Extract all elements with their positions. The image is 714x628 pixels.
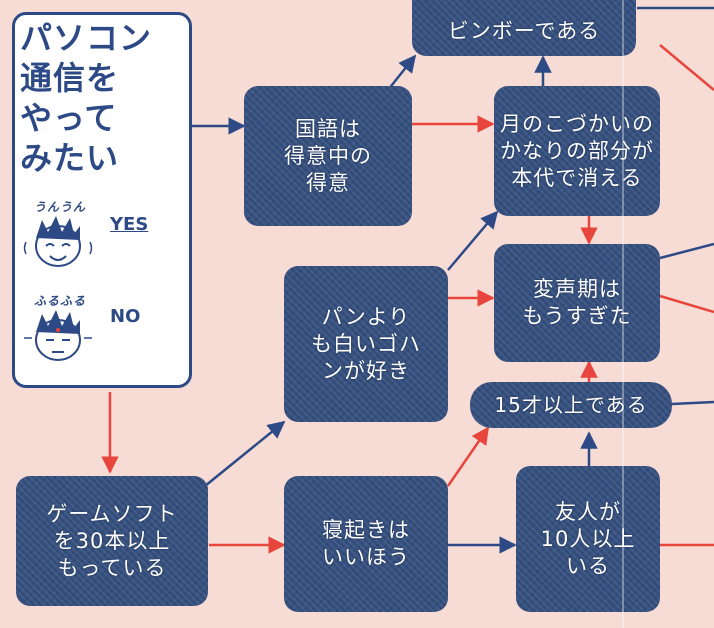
legend-yes-caption: うんうん [34,200,87,214]
node-kokugo: 国語は 得意中の 得意 [244,86,412,226]
arrow-game-to-pan [204,420,286,487]
legend-yes-label: YES [110,214,149,235]
arrow-neoki-to-age15 [446,426,490,487]
node-yujin: 友人が 10人以上 いる [516,466,660,612]
arrow-binbo-out-red [659,44,714,91]
nodding-face-icon [23,216,93,267]
arrow-henseiki-out-red [659,294,714,314]
legend-no-caption: ふるふる [34,294,87,308]
node-binbo: ビンボーである [412,0,636,56]
legend-no-label: NO [110,306,141,327]
shaking-face-icon [24,310,92,361]
arrow-kokugo-to-binbo [387,54,417,91]
page-fold-line [622,0,624,628]
node-game: ゲームソフト を30本以上 もっている [16,476,208,606]
node-henseiki: 変声期は もうすぎた [494,244,660,362]
node-age15: 15才以上である [470,382,672,428]
node-neoki: 寝起きは いいほう [284,476,448,612]
arrow-age15-out [671,400,714,406]
node-pan: パンより も白いゴハ ンが好き [284,266,448,422]
arrow-pan-to-kozukai [447,210,499,271]
arrow-henseiki-out [659,242,714,260]
node-kozukai: 月のこづかいの かなりの部分が 本代で消える [494,86,660,216]
start-title: パソコン 通信を やって みたい [20,19,153,177]
